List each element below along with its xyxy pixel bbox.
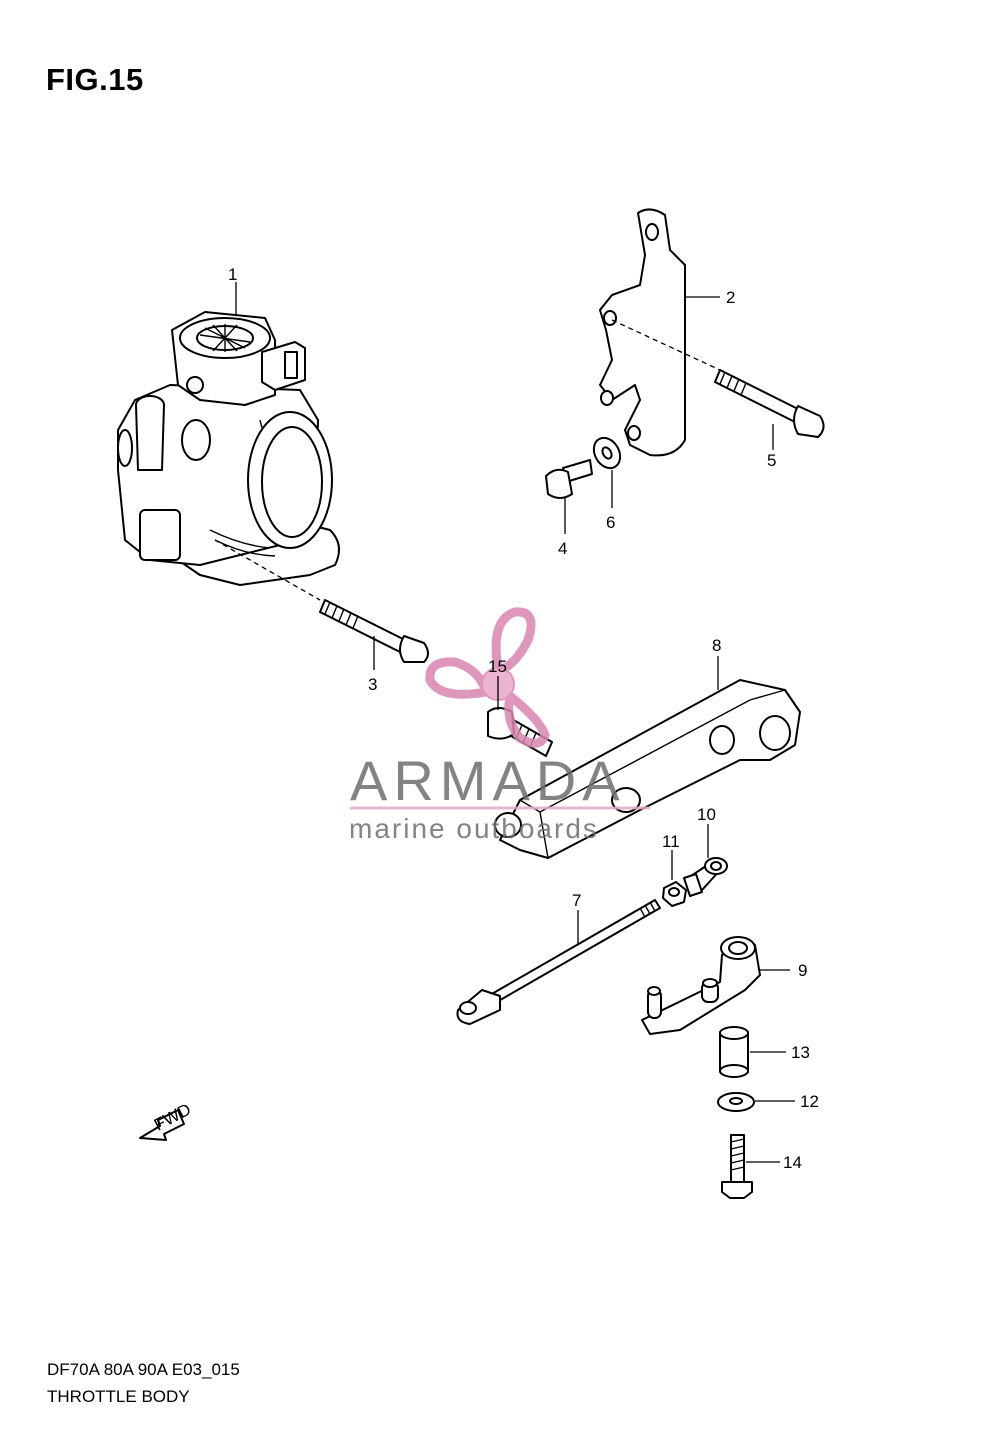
callout-7: 7 [572, 891, 581, 910]
forward-arrow-icon: FWD [139, 1100, 194, 1141]
part-9-lever[interactable] [641, 936, 761, 1035]
part-14-bolt[interactable] [721, 1134, 753, 1199]
callout-4: 4 [558, 539, 567, 558]
callout-6: 6 [606, 513, 615, 532]
part-10-ball-joint[interactable] [683, 857, 728, 897]
part-11-nut[interactable] [662, 881, 687, 907]
part-1-throttle-body[interactable] [117, 311, 340, 586]
callout-2: 2 [726, 288, 735, 307]
section-name: THROTTLE BODY [47, 1387, 190, 1406]
callout-1: 1 [228, 265, 237, 284]
callout-11: 11 [662, 832, 680, 851]
part-3-bolt[interactable] [319, 599, 429, 663]
part-8-link-arm[interactable] [494, 679, 801, 859]
leader-lines [214, 282, 795, 1163]
part-5-bolt[interactable] [714, 369, 825, 438]
callout-13: 13 [791, 1043, 810, 1062]
part-6-washer[interactable] [589, 433, 626, 473]
armada-watermark: ARMADA marine outboards [349, 607, 650, 844]
part-4-bolt[interactable] [545, 459, 593, 499]
propeller-icon [425, 607, 550, 748]
part-12-washer[interactable] [717, 1092, 755, 1112]
model-code: DF70A 80A 90A E03_015 [47, 1360, 240, 1379]
callout-5: 5 [767, 451, 776, 470]
callout-9: 9 [798, 961, 807, 980]
part-13-collar[interactable] [719, 1026, 749, 1078]
callout-12: 12 [800, 1092, 819, 1111]
callout-14: 14 [783, 1153, 802, 1172]
part-callouts: 1 2 3 4 5 6 7 8 9 10 11 12 13 14 15 [228, 265, 819, 1172]
callout-3: 3 [368, 675, 377, 694]
watermark-tagline: marine outboards [349, 813, 599, 844]
part-7-rod[interactable] [456, 899, 661, 1025]
callout-10: 10 [697, 805, 716, 824]
callout-15: 15 [488, 657, 507, 676]
figure-title: FIG.15 [46, 62, 144, 97]
watermark-brand: ARMADA [350, 749, 626, 812]
callout-8: 8 [712, 636, 721, 655]
part-2-bracket[interactable] [599, 208, 686, 457]
